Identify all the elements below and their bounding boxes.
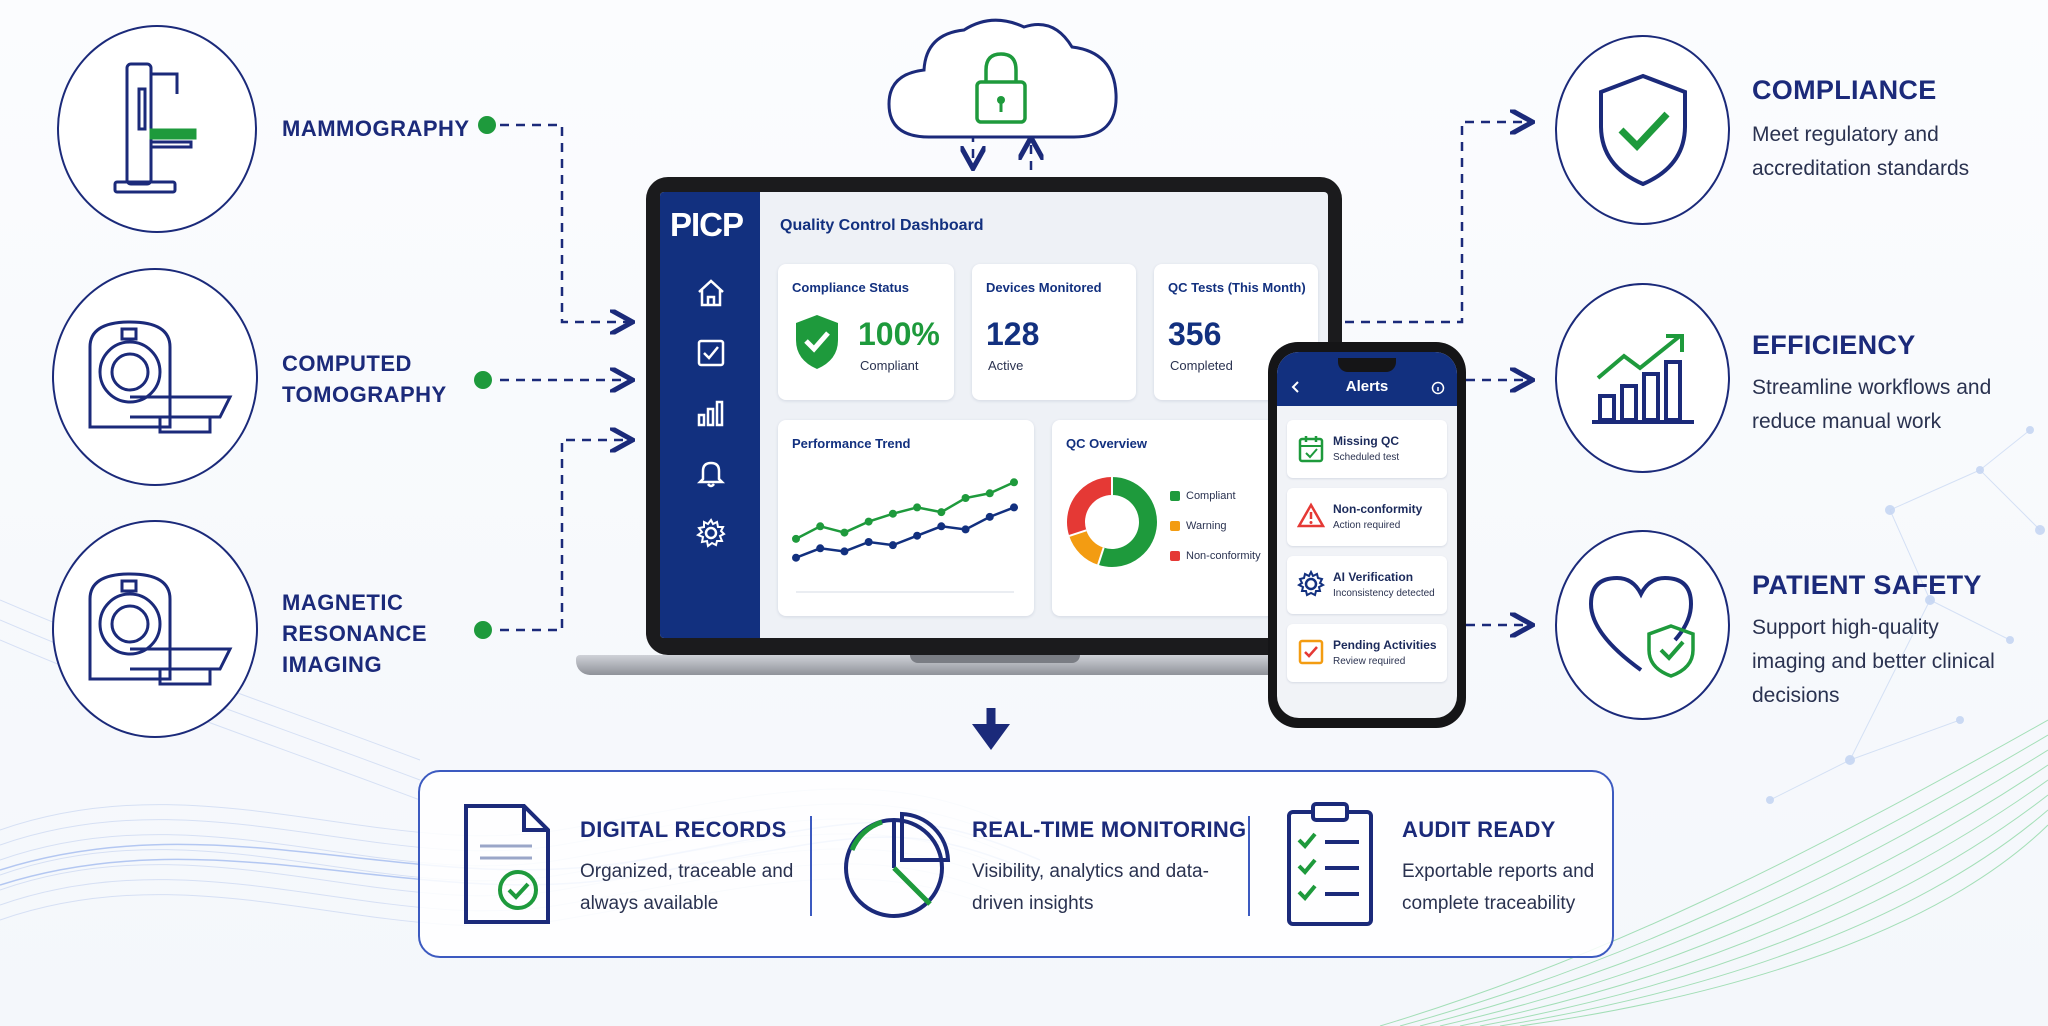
down-arrow-head bbox=[972, 724, 1010, 750]
trend-point bbox=[792, 534, 800, 543]
legend-item: Non-conformity bbox=[1170, 550, 1261, 562]
trend-point bbox=[840, 528, 849, 537]
trend-point bbox=[888, 541, 897, 550]
trend-point bbox=[985, 489, 994, 498]
phone-notch bbox=[1338, 358, 1396, 372]
donut-slice bbox=[1069, 529, 1105, 565]
pie-chart-icon bbox=[844, 811, 951, 918]
qc-overview-donut bbox=[1067, 477, 1157, 567]
feature-title: DIGITAL RECORDS bbox=[580, 817, 787, 842]
mammography-machine-icon bbox=[57, 25, 257, 233]
alert-item[interactable]: Non-conformity Action required bbox=[1287, 488, 1447, 546]
trend-point bbox=[985, 512, 994, 521]
benefit-desc: Meet regulatory and accreditation standa… bbox=[1752, 123, 1970, 180]
trend-series-line bbox=[795, 506, 1015, 559]
features-box: DIGITAL RECORDS Organized, traceable and… bbox=[418, 770, 1614, 958]
trend-point bbox=[816, 544, 825, 553]
shield-check-icon bbox=[1555, 35, 1730, 225]
warning-icon bbox=[1297, 502, 1325, 528]
info-icon[interactable] bbox=[1431, 381, 1445, 395]
heart-shield-icon bbox=[1555, 530, 1730, 720]
trend-point bbox=[816, 522, 825, 531]
mri-scanner-icon bbox=[52, 520, 258, 738]
benefit-title: COMPLIANCE bbox=[1752, 75, 1937, 105]
modality-label: MAMMOGRAPHY bbox=[282, 116, 470, 141]
dashboard-screen: PICP Quality Control Dashboard bbox=[660, 192, 1328, 638]
devices-card: Devices Monitored 128 Active bbox=[972, 264, 1136, 400]
phone-header: Alerts bbox=[1277, 352, 1457, 406]
connector-dot bbox=[474, 621, 492, 639]
bell-icon[interactable] bbox=[695, 457, 727, 489]
back-chevron-icon[interactable] bbox=[1289, 380, 1303, 394]
alert-item[interactable]: Pending Activities Review required bbox=[1287, 624, 1447, 682]
checkbox-icon bbox=[1298, 639, 1324, 665]
divider bbox=[1248, 816, 1250, 916]
donut-slice bbox=[1067, 477, 1113, 536]
donut-slice bbox=[1098, 477, 1157, 567]
trend-point bbox=[864, 517, 873, 526]
benefit-desc: Support high-quality imaging and better … bbox=[1752, 616, 1995, 707]
growth-chart-icon bbox=[1555, 283, 1730, 473]
gear-icon[interactable] bbox=[695, 517, 727, 549]
trend-point bbox=[864, 538, 873, 546]
ai-gear-icon bbox=[1297, 570, 1325, 597]
feature-desc: Organized, traceable and always availabl… bbox=[580, 861, 794, 914]
divider bbox=[810, 816, 812, 916]
trend-point bbox=[1010, 503, 1018, 512]
modality-label: COMPUTED TOMOGRAPHY bbox=[282, 351, 447, 407]
alerts-title: Alerts bbox=[1345, 378, 1389, 395]
legend-item: Warning bbox=[1170, 520, 1227, 532]
alert-item[interactable]: Missing QC Scheduled test bbox=[1287, 420, 1447, 478]
bar-chart-icon[interactable] bbox=[695, 397, 727, 429]
benefit-title: EFFICIENCY bbox=[1752, 330, 1916, 360]
feature-desc: Visibility, analytics and data-driven in… bbox=[972, 861, 1209, 914]
trend-point bbox=[961, 494, 970, 502]
dashboard-title: Quality Control Dashboard bbox=[780, 217, 984, 234]
performance-trend-chart bbox=[792, 478, 1018, 593]
trend-point bbox=[840, 547, 849, 556]
trend-point bbox=[913, 503, 922, 512]
modality-label: MAGNETIC RESONANCE IMAGING bbox=[282, 590, 428, 677]
ct-scanner-icon bbox=[52, 268, 258, 486]
legend-item: Compliant bbox=[1170, 490, 1236, 502]
trend-point bbox=[888, 509, 897, 518]
laptop-notch bbox=[910, 655, 1080, 663]
donut-separator bbox=[1097, 547, 1105, 566]
trend-point bbox=[913, 531, 922, 540]
trend-point bbox=[937, 508, 946, 517]
feature-title: AUDIT READY bbox=[1402, 817, 1556, 842]
feature-desc: Exportable reports and complete traceabi… bbox=[1402, 861, 1595, 914]
alert-item[interactable]: AI Verification Inconsistency detected bbox=[1287, 556, 1447, 614]
feature-title: REAL-TIME MONITORING bbox=[972, 817, 1247, 842]
calendar-icon bbox=[1298, 436, 1324, 463]
trend-point bbox=[937, 522, 946, 531]
laptop-base bbox=[576, 655, 1412, 675]
performance-trend-card: Performance Trend bbox=[778, 420, 1034, 616]
trend-series-line bbox=[795, 481, 1015, 540]
picp-logo: PICP bbox=[670, 206, 744, 243]
home-icon[interactable] bbox=[695, 277, 727, 309]
connector-dot bbox=[478, 116, 496, 134]
clipboard-checklist-icon bbox=[1287, 802, 1373, 926]
trend-point bbox=[1010, 478, 1018, 487]
trend-point bbox=[792, 553, 800, 562]
donut-separator bbox=[1068, 529, 1087, 537]
phone-screen: Alerts Missing QC Scheduled test bbox=[1277, 352, 1457, 718]
trend-point bbox=[961, 525, 970, 534]
connector-dot bbox=[474, 371, 492, 389]
cloud-lock-icon bbox=[884, 12, 1124, 147]
shield-check-icon bbox=[796, 315, 838, 369]
dashboard-sidebar: PICP bbox=[660, 192, 760, 638]
benefit-desc: Streamline workflows and reduce manual w… bbox=[1752, 376, 1992, 433]
checkbox-icon[interactable] bbox=[695, 337, 727, 369]
compliance-card: Compliance Status 100% Compliant bbox=[778, 264, 954, 400]
benefit-title: PATIENT SAFETY bbox=[1752, 570, 1982, 600]
document-check-icon bbox=[464, 804, 550, 924]
